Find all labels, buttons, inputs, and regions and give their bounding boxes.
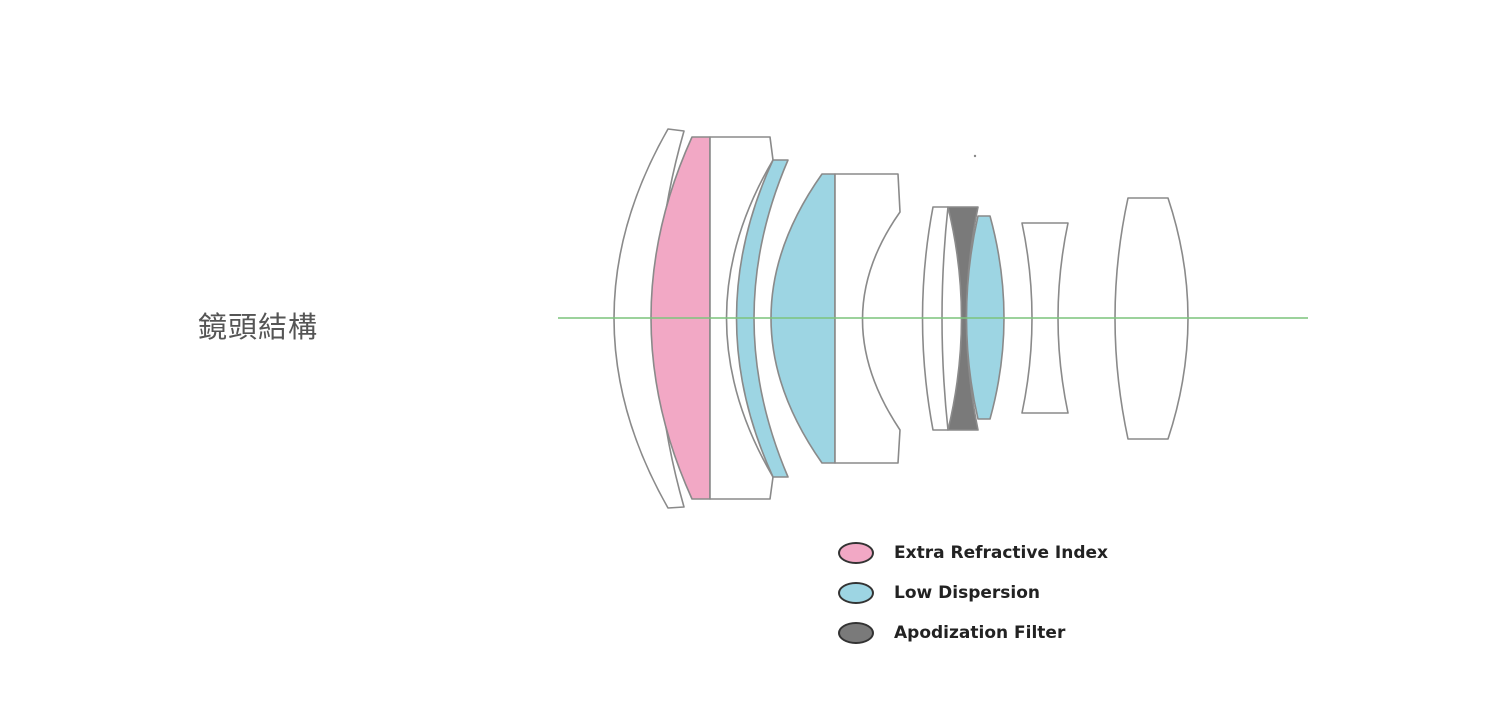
blue-ellipse-swatch-icon bbox=[838, 582, 874, 604]
pink-ellipse-swatch-icon bbox=[838, 542, 874, 564]
legend-item-extra-refractive-index: Extra Refractive Index bbox=[838, 533, 1108, 573]
lens-element-4-ld bbox=[735, 159, 789, 478]
legend: Extra Refractive Index Low Dispersion Ap… bbox=[838, 533, 1108, 653]
legend-label: Low Dispersion bbox=[894, 583, 1041, 603]
section-title: 鏡頭結構 bbox=[198, 310, 319, 344]
gray-ellipse-swatch-icon bbox=[838, 622, 874, 644]
legend-item-apodization-filter: Apodization Filter bbox=[838, 613, 1108, 653]
legend-label: Apodization Filter bbox=[894, 623, 1066, 643]
legend-label: Extra Refractive Index bbox=[894, 543, 1109, 563]
lens-element-6 bbox=[834, 173, 901, 464]
stray-dot bbox=[973, 154, 977, 158]
legend-item-low-dispersion: Low Dispersion bbox=[838, 573, 1108, 613]
